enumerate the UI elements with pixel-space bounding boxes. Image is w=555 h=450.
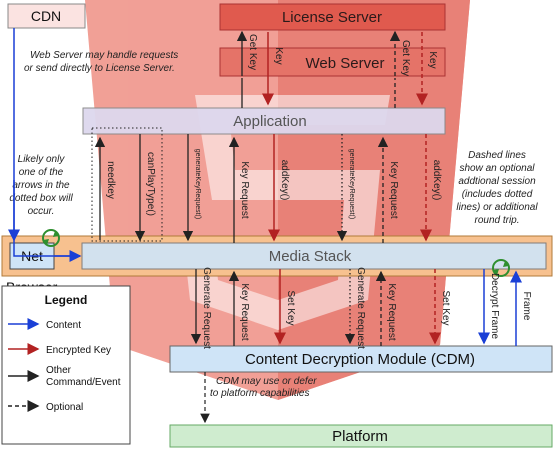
key-label-1: Key — [273, 47, 284, 64]
likely-note-line5: occur. — [28, 206, 55, 217]
legend-encrypted-key-label: Encrypted Key — [46, 345, 111, 356]
legend-other-line2: Command/Event — [46, 377, 121, 388]
platform-box: Platform — [169, 424, 553, 448]
dashed-note-line3: addtional session — [458, 176, 536, 187]
cdn-label: CDN — [31, 8, 61, 24]
canplaytype-label: canPlayType() — [145, 152, 156, 216]
generate-request-label-2: Generate Request — [355, 267, 366, 349]
legend-other-line1: Other — [46, 365, 72, 376]
dashed-note-line6: round trip. — [474, 215, 519, 226]
get-key-label-1: Get Key — [247, 34, 258, 70]
application-box: Application — [82, 107, 446, 135]
key-request-up-label-2: Key Request — [388, 161, 399, 218]
license-server-box: License Server — [219, 3, 446, 31]
web-server-box: Web Server — [219, 47, 446, 77]
license-server-label: License Server — [282, 9, 382, 26]
media-cycle-icon — [492, 259, 510, 277]
needkey-label: needkey — [105, 161, 116, 199]
legend-optional-label: Optional — [46, 402, 83, 413]
web-server-note-line1: Web Server may handle requests — [30, 50, 178, 61]
cdm-note-line2: to platform capabilities — [210, 388, 310, 399]
likely-note-line1: Likely only — [18, 154, 66, 165]
web-server-note-line2: or send directly to License Server. — [24, 63, 175, 74]
media-stack-box: Media Stack — [81, 242, 547, 270]
dashed-note-line1: Dashed lines — [468, 150, 526, 161]
dashed-note-line4: (includes dotted — [462, 189, 533, 200]
generate-request-label-1: Generate Request — [201, 267, 212, 349]
cdn-box: CDN — [7, 3, 86, 29]
application-label: Application — [233, 113, 306, 130]
cdm-note-line1: CDM may use or defer — [216, 376, 317, 387]
net-cycle-icon — [42, 229, 60, 247]
key-label-2: Key — [427, 51, 438, 68]
legend: Legend Content Encrypted Key Other Comma… — [1, 285, 131, 445]
platform-label: Platform — [332, 428, 388, 445]
dashed-note-line5: lines) or additional — [456, 202, 538, 213]
generate-key-request-label-1: generateKeyRequest() — [194, 149, 201, 219]
decrypt-frame-label: Decrypt Frame — [489, 273, 500, 340]
key-request-down-label-1: Key Request — [239, 283, 250, 340]
get-key-label-2: Get Key — [400, 40, 411, 76]
legend-content-label: Content — [46, 320, 81, 331]
legend-title: Legend — [45, 293, 88, 307]
key-request-up-label-1: Key Request — [239, 161, 250, 218]
generate-key-request-label-2: generateKeyRequest() — [348, 149, 355, 219]
likely-note-line4: dotted box will — [9, 193, 73, 204]
set-key-label-1: Set Key — [285, 290, 296, 325]
addkey-label-2: addKey() — [431, 160, 442, 201]
web-server-label: Web Server — [306, 55, 385, 72]
dotted-box — [91, 127, 163, 242]
dashed-note-line2: show an optional — [459, 163, 535, 174]
addkey-label-1: addKey() — [279, 160, 290, 201]
set-key-label-2: Set Key — [440, 290, 451, 325]
cdm-label: Content Decryption Module (CDM) — [245, 351, 475, 368]
key-request-down-label-2: Key Request — [386, 283, 397, 340]
cdm-box: Content Decryption Module (CDM) — [169, 345, 553, 373]
frame-label: Frame — [521, 292, 532, 321]
media-stack-label: Media Stack — [269, 248, 352, 265]
likely-note-line3: arrows in the — [12, 180, 70, 191]
likely-note-line2: one of the — [19, 167, 64, 178]
